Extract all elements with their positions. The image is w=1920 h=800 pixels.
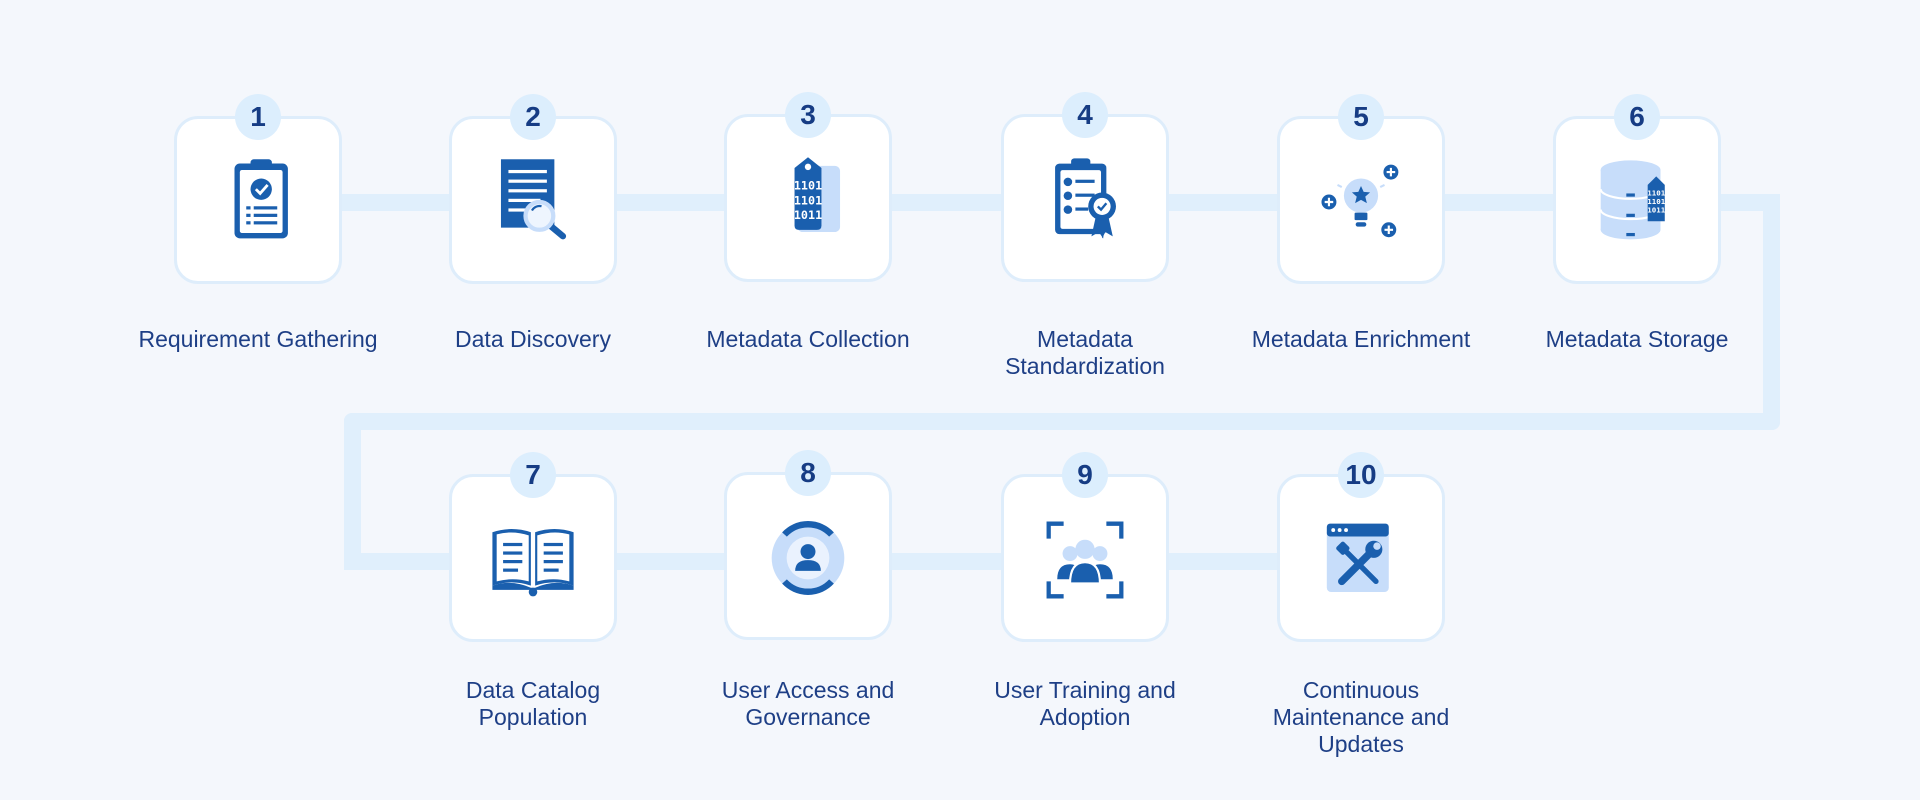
svg-text:1101: 1101 xyxy=(1647,189,1665,198)
connector-middle-return xyxy=(344,413,1780,430)
user-gear-icon xyxy=(761,511,855,605)
checklist-award-icon xyxy=(1038,153,1132,247)
step-card-6: 1101 1101 1011 xyxy=(1553,116,1721,284)
step-card-10 xyxy=(1277,474,1445,642)
group-focus-icon xyxy=(1038,513,1132,607)
step-number-badge: 8 xyxy=(785,450,831,496)
step-label: Metadata Collection xyxy=(706,326,910,352)
step-number-badge: 3 xyxy=(785,92,831,138)
svg-text:1101: 1101 xyxy=(794,193,822,207)
step-label: User Access and Governance xyxy=(721,677,895,730)
document-search-icon xyxy=(486,155,580,249)
binary-tag-icon: 1101 1101 1011 xyxy=(761,153,855,247)
step-label: Metadata Enrichment xyxy=(1251,326,1471,352)
step-card-8 xyxy=(724,472,892,640)
connector-right-turn xyxy=(1763,194,1780,430)
connector-left-drop xyxy=(344,413,361,570)
step-number-badge: 9 xyxy=(1062,452,1108,498)
step-card-1 xyxy=(174,116,342,284)
step-number-badge: 2 xyxy=(510,94,556,140)
step-number-badge: 7 xyxy=(510,452,556,498)
step-card-9 xyxy=(1001,474,1169,642)
step-number-badge: 1 xyxy=(235,94,281,140)
database-binary-icon: 1101 1101 1011 xyxy=(1590,155,1684,249)
step-label: User Training and Adoption xyxy=(994,677,1176,730)
step-number-badge: 10 xyxy=(1338,452,1384,498)
step-card-5 xyxy=(1277,116,1445,284)
step-number-badge: 6 xyxy=(1614,94,1660,140)
step-number-badge: 4 xyxy=(1062,92,1108,138)
step-card-3: 1101 1101 1011 xyxy=(724,114,892,282)
step-card-2 xyxy=(449,116,617,284)
step-card-4 xyxy=(1001,114,1169,282)
step-label: Data Catalog Population xyxy=(465,677,601,730)
svg-text:1101: 1101 xyxy=(794,178,822,192)
step-label: Data Discovery xyxy=(455,326,611,352)
browser-tools-icon xyxy=(1314,513,1408,607)
step-label: Continuous Maintenance and Updates xyxy=(1272,677,1450,757)
svg-text:1011: 1011 xyxy=(794,208,822,222)
step-number-badge: 5 xyxy=(1338,94,1384,140)
lightbulb-plus-icon xyxy=(1314,155,1408,249)
clipboard-check-icon xyxy=(211,155,305,249)
step-card-7 xyxy=(449,474,617,642)
step-label: Metadata Standardization xyxy=(1005,326,1165,379)
step-label: Metadata Storage xyxy=(1545,326,1729,352)
svg-text:1101: 1101 xyxy=(1647,197,1665,206)
step-label: Requirement Gathering xyxy=(138,326,378,352)
open-book-icon xyxy=(486,513,580,607)
svg-text:1011: 1011 xyxy=(1647,206,1665,215)
